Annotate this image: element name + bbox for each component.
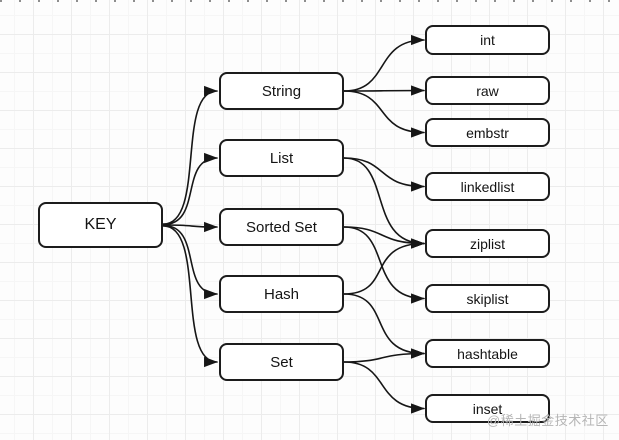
edge-string-raw: [343, 85, 425, 96]
node-string: String: [219, 72, 344, 110]
node-key: KEY: [38, 202, 163, 248]
node-set: Set: [219, 343, 344, 381]
node-skiplist: skiplist: [425, 284, 550, 313]
edge-hash-hashtable: [343, 293, 425, 359]
edge-sorted-set-skiplist: [343, 226, 425, 304]
node-raw: raw: [425, 76, 550, 105]
watermark: @稀土掘金技术社区: [487, 413, 609, 428]
node-hashtable: hashtable: [425, 339, 550, 368]
edge-key-hash: [162, 224, 218, 300]
edge-list-ziplist: [343, 157, 425, 249]
edge-key-string: [162, 85, 218, 225]
node-ziplist: ziplist: [425, 229, 550, 258]
edge-set-inset: [343, 361, 425, 414]
node-inset: inset: [425, 394, 550, 423]
node-list: List: [219, 139, 344, 177]
edge-list-linkedlist: [343, 157, 425, 192]
node-int: int: [425, 25, 550, 55]
edge-key-list: [162, 152, 218, 226]
edge-key-sorted-set: [162, 221, 218, 233]
node-embstr: embstr: [425, 118, 550, 147]
edge-set-hashtable: [343, 348, 425, 363]
edge-key-set: [162, 225, 218, 368]
grid-edge-ticks: [0, 0, 619, 2]
edge-string-int: [343, 34, 425, 92]
edge-string-embstr: [343, 90, 425, 138]
node-hash: Hash: [219, 275, 344, 313]
edge-hash-ziplist: [343, 238, 425, 295]
node-sorted-set: Sorted Set: [219, 208, 344, 246]
node-linkedlist: linkedlist: [425, 172, 550, 201]
